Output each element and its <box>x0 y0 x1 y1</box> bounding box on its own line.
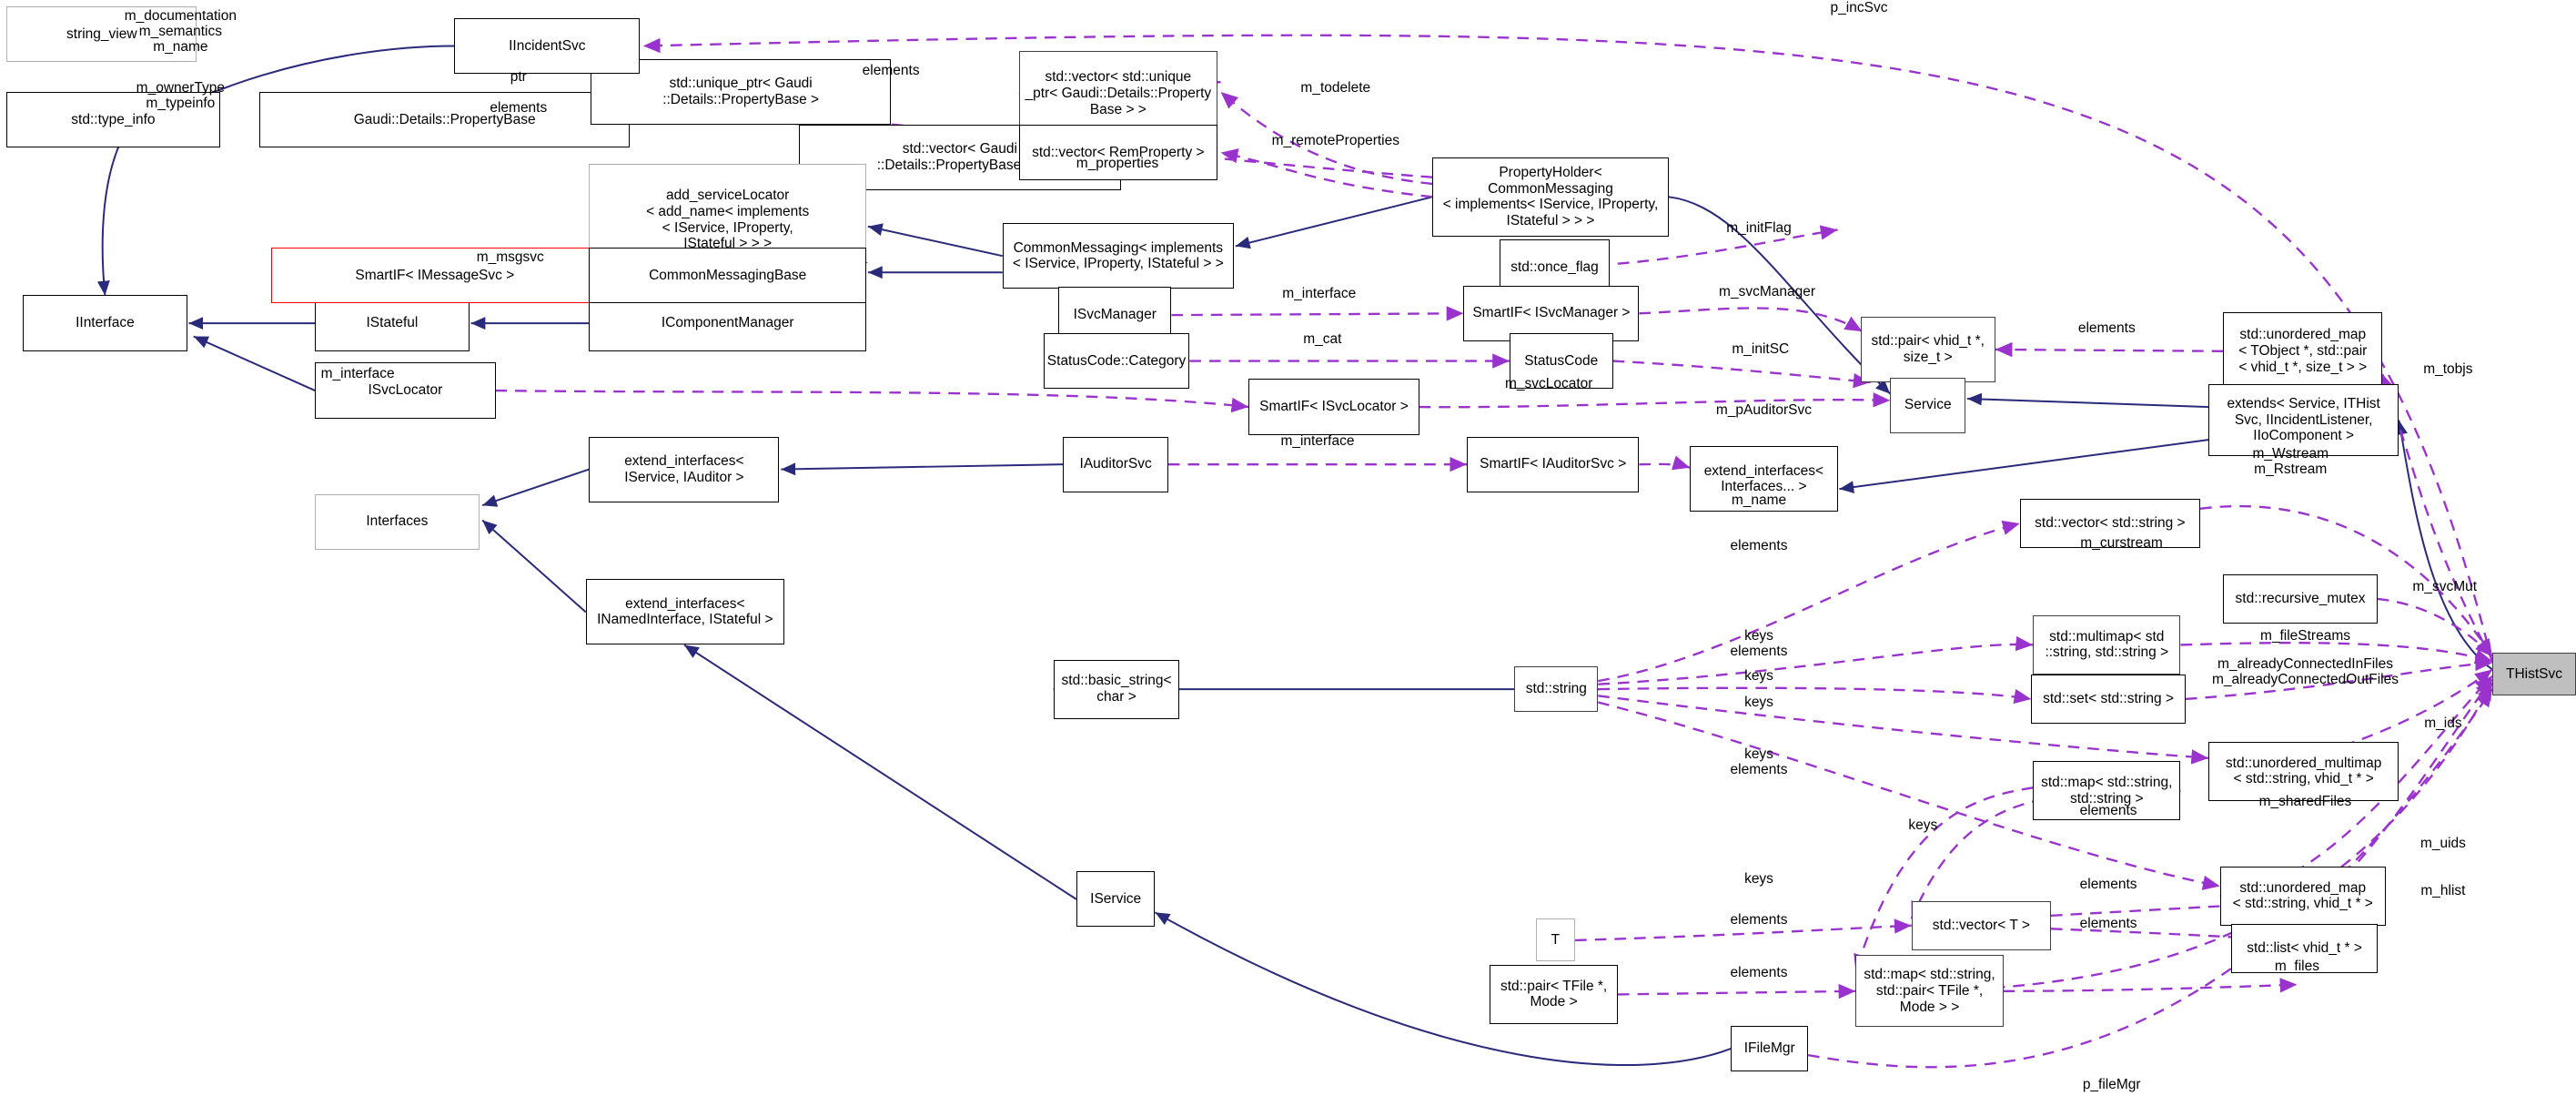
class-node-Service[interactable]: Service <box>1890 377 1966 433</box>
edge-label-elements_vecT1: elements <box>2079 876 2137 892</box>
edge-label-keys_2: keys <box>1744 694 1773 710</box>
edge-label-elements_map_ss: elements <box>2079 802 2137 818</box>
class-node-IComponentManager[interactable]: IComponentManager <box>589 295 867 351</box>
edge-label-m_sharedFiles: m_sharedFiles <box>2258 794 2352 810</box>
edge-label-m_alreadyConnected: m_alreadyConnectedInFiles m_alreadyConne… <box>2211 656 2399 688</box>
edge-label-m_documentation: m_documentation m_semantics m_name <box>124 8 237 56</box>
class-node-SmartIF_IAuditorSvc[interactable]: SmartIF< IAuditorSvc > <box>1467 436 1640 492</box>
edge-label-p_fileMgr: p_fileMgr <box>2082 1076 2141 1092</box>
class-node-StatusCode_Category[interactable]: StatusCode::Category <box>1043 332 1190 390</box>
class-node-unordered_map_string_vhid[interactable]: std::unordered_map < std::string, vhid_t… <box>2219 866 2386 926</box>
class-node-unordered_multimap_string_vhid[interactable]: std::unordered_multimap < std::string, v… <box>2208 741 2399 801</box>
class-node-string[interactable]: std::string <box>1514 665 1599 713</box>
class-node-IStateful[interactable]: IStateful <box>315 295 470 351</box>
edge-label-m_initSC: m_initSC <box>1732 340 1790 357</box>
edge-label-elements_vecT2: elements <box>2079 915 2137 931</box>
class-node-vector_RemProperty[interactable]: std::vector< RemProperty > <box>1018 125 1217 181</box>
class-node-CommonMessaging_implements[interactable]: CommonMessaging< implements < IService, … <box>1002 223 1234 289</box>
edge-label-m_hlist: m_hlist <box>2420 882 2466 898</box>
edge-label-elements_T: elements <box>1730 912 1788 928</box>
edge-label-m_svcLocator: m_svcLocator <box>1504 375 1593 391</box>
class-node-basic_string_char[interactable]: std::basic_string< char > <box>1053 659 1180 719</box>
class-node-extend_interfaces_INamed_IStateful[interactable]: extend_interfaces< INamedInterface, ISta… <box>585 579 784 645</box>
edge-label-m_curstream: m_curstream <box>2080 534 2163 551</box>
edge-label-m_cat: m_cat <box>1303 331 1342 348</box>
edge-label-m_svcMut: m_svcMut <box>2412 579 2478 595</box>
class-node-recursive_mutex[interactable]: std::recursive_mutex <box>2223 573 2378 624</box>
class-node-IIncidentSvc[interactable]: IIncidentSvc <box>454 17 641 75</box>
edge-label-keys_4: keys <box>1744 871 1773 888</box>
edge-label-m_uids: m_uids <box>2419 835 2466 851</box>
edge-label-m_svcManager: m_svcManager <box>1719 283 1815 299</box>
edge-label-elements_prop: elements <box>490 99 548 116</box>
edge-label-p_incSvc: p_incSvc <box>1830 0 1888 15</box>
edge-label-m_files: m_files <box>2274 958 2320 974</box>
class-node-T[interactable]: T <box>1535 918 1576 962</box>
edge-label-keys_3: keys <box>1908 817 1938 833</box>
class-node-IService[interactable]: IService <box>1076 871 1156 928</box>
edge-label-m_pAuditorSvc: m_pAuditorSvc <box>1715 401 1812 418</box>
class-node-CommonMessagingBase[interactable]: CommonMessagingBase <box>589 248 867 304</box>
edge-label-elements_uniq: elements <box>862 62 920 78</box>
edge-label-keys_elements_2: keys elements <box>1730 746 1788 778</box>
class-node-extends_Service_THistSvc[interactable]: extends< Service, ITHist Svc, IIncidentL… <box>2208 383 2399 457</box>
edge-label-keys_1: keys <box>1744 667 1773 684</box>
edge-label-m_interface_auditor: m_interface <box>1280 432 1355 449</box>
edge-label-elements_s1: elements <box>1730 538 1788 554</box>
edge-label-m_remoteProperties: m_remoteProperties <box>1271 133 1399 149</box>
class-node-SmartIF_IMessageSvc[interactable]: SmartIF< IMessageSvc > <box>270 248 600 304</box>
edge-label-m_name: m_name <box>1731 492 1787 508</box>
class-node-set_string[interactable]: std::set< std::string > <box>2031 674 2186 724</box>
class-node-IAuditorSvc[interactable]: IAuditorSvc <box>1063 436 1168 492</box>
class-node-PropertyHolder[interactable]: PropertyHolder< CommonMessaging < implem… <box>1432 157 1669 237</box>
edge-label-m_ownerType: m_ownerType m_typeinfo <box>136 80 226 112</box>
class-node-IFileMgr[interactable]: IFileMgr <box>1731 1025 1809 1072</box>
edge-label-m_interface_svcmgr: m_interface <box>1282 285 1357 301</box>
class-node-Interfaces[interactable]: Interfaces <box>315 493 480 550</box>
class-node-SmartIF_ISvcLocator[interactable]: SmartIF< ISvcLocator > <box>1248 379 1419 435</box>
class-node-vector_T[interactable]: std::vector< T > <box>1911 900 2051 950</box>
edge-label-m_interface_svcloc: m_interface <box>320 365 395 381</box>
class-node-PropertyBase[interactable]: Gaudi::Details::PropertyBase <box>258 91 631 148</box>
class-node-IInterface[interactable]: IInterface <box>23 295 187 351</box>
class-node-multimap_string_string[interactable]: std::multimap< std ::string, std::string… <box>2033 615 2181 675</box>
class-node-map_string_pair_TFile_Mode[interactable]: std::map< std::string, std::pair< TFile … <box>1855 955 2004 1028</box>
class-node-THistSvc[interactable]: THistSvc <box>2492 653 2576 696</box>
edge-label-m_properties: m_properties <box>1076 156 1159 172</box>
edge-label-keys_elements_1: keys elements <box>1730 628 1788 660</box>
edge-label-m_ids: m_ids <box>2424 715 2462 731</box>
class-node-string_view[interactable]: string_view <box>6 6 197 63</box>
class-node-ISvcLocator[interactable]: ISvcLocator <box>315 362 496 419</box>
edge-label-m_tobjs: m_tobjs <box>2423 360 2473 377</box>
edge-label-elements_pairTFile: elements <box>1730 964 1788 980</box>
edge-label-m_Wstream: m_Wstream m_Rstream <box>2252 446 2329 478</box>
class-node-pair_TFile_Mode[interactable]: std::pair< TFile *, Mode > <box>1490 964 1618 1024</box>
edge-label-m_msgsvc: m_msgsvc <box>476 249 544 265</box>
class-node-extend_interfaces_IService_IAuditor[interactable]: extend_interfaces< IService, IAuditor > <box>589 436 780 502</box>
class-node-unordered_map_TObject[interactable]: std::unordered_map < TObject *, std::pai… <box>2223 311 2383 391</box>
edge-label-elements_tobject: elements <box>2077 320 2136 336</box>
class-node-vector_unique_ptr_PropertyBase[interactable]: std::vector< std::unique _ptr< Gaudi::De… <box>1018 50 1217 137</box>
edge-label-m_initFlag: m_initFlag <box>1726 219 1792 236</box>
edge-label-ptr: ptr <box>510 68 527 85</box>
edge-label-m_fileStreams: m_fileStreams <box>2259 628 2350 644</box>
class-node-pair_vhid_size[interactable]: std::pair< vhid_t *, size_t > <box>1860 316 1995 382</box>
edge-label-m_todelete: m_todelete <box>1300 80 1371 96</box>
